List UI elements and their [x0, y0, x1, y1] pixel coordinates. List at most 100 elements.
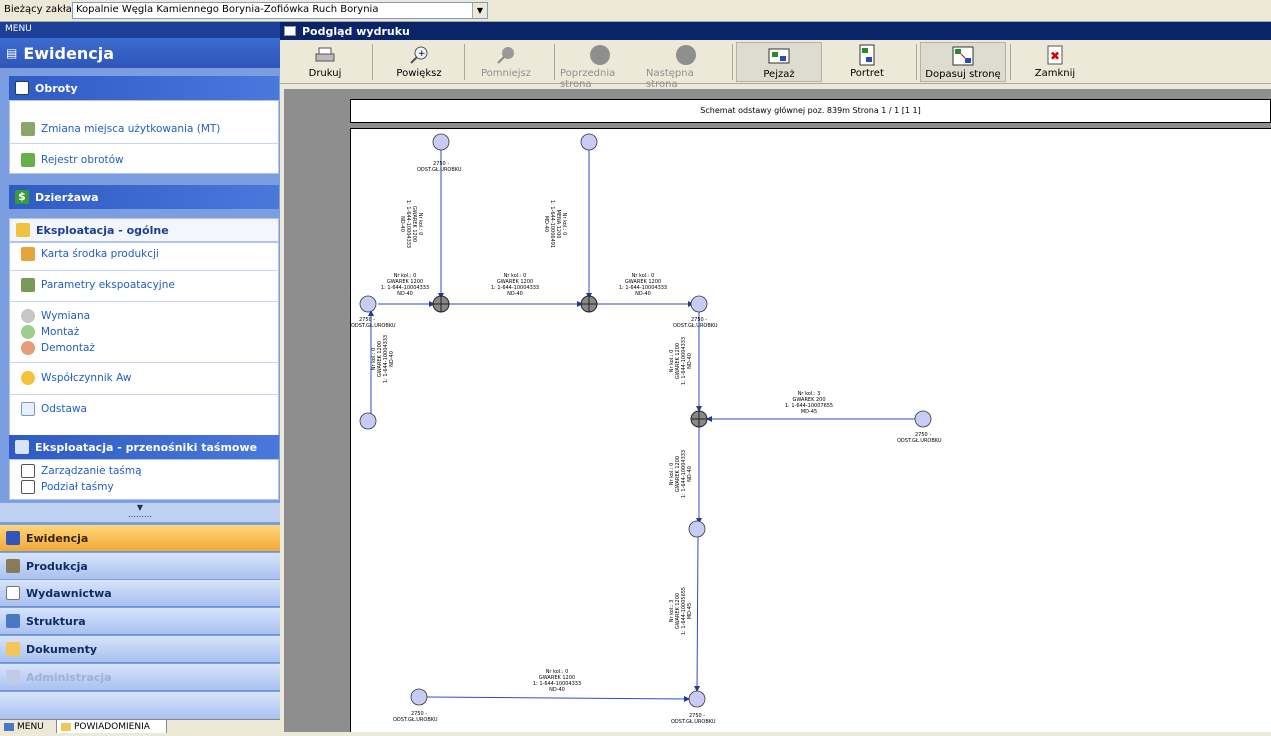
nav-dokumenty[interactable]: Dokumenty — [0, 635, 280, 662]
section-eksploatacja-label: Eksploatacja - ogólne — [36, 223, 169, 237]
conveyor-icon — [15, 440, 29, 454]
print-button[interactable]: Drukuj — [304, 42, 346, 82]
menu-item-parametry[interactable]: Parametry ekspoatacyjne — [9, 277, 279, 293]
zoom-out-icon — [495, 44, 517, 66]
prev-page-button[interactable]: Poprzednia strona — [560, 42, 640, 90]
node-bottom-right — [688, 690, 706, 708]
next-page-button[interactable]: Następna strona — [646, 42, 726, 90]
zoom-out-button[interactable]: Pomniejsz — [478, 42, 534, 82]
menu-item-zmiana-label: Zmiana miejsca użytkowania (MT) — [41, 123, 221, 135]
nav-wydawnictwa[interactable]: Wydawnictwa — [0, 579, 280, 606]
section-przenosniki[interactable]: Eksploatacja - przenośniki taśmowe — [9, 435, 279, 459]
edge-label: GWAREK 1200 — [377, 341, 383, 377]
node-label: ODST.GŁ.UROBKU — [393, 717, 438, 723]
landscape-icon — [768, 45, 790, 67]
node-bottom-left — [410, 688, 428, 706]
edge-label: ND-40 — [507, 291, 523, 297]
edge-label: ND-40 — [687, 353, 693, 369]
book-icon — [4, 722, 14, 731]
menu-item-karta-label: Karta środka produkcji — [41, 248, 159, 260]
landscape-label: Pejzaż — [763, 69, 795, 80]
section-dzierzawa[interactable]: $Dzierżawa — [9, 185, 279, 209]
ledger-icon — [15, 81, 29, 95]
menu-item-zmiana[interactable]: Zmiana miejsca użytkowania (MT) — [9, 120, 279, 138]
node-label: ODST.GŁ.UROBKU — [671, 719, 716, 725]
edge-label: GWAREK 1200 — [675, 456, 681, 492]
edge-label: ND-40 — [399, 216, 405, 232]
edge-label: GWAREK 1200 — [497, 279, 533, 285]
tab-menu[interactable]: MENU — [0, 720, 57, 733]
edge-lower-down — [694, 536, 701, 692]
landscape-button[interactable]: Pejzaż — [736, 42, 822, 82]
edge-label: MENA 1200 — [555, 210, 561, 239]
edge-label: 1: 1-644-10005655 — [681, 587, 687, 635]
nav-produkcja[interactable]: Produkcja — [0, 552, 280, 579]
menu-item-zarzadzanie[interactable]: Zarządzanie taśmą — [9, 464, 279, 478]
edge-label: Nr kol.: 0 — [632, 273, 655, 279]
menu-item-karta[interactable]: Karta środka produkcji — [9, 246, 279, 262]
plant-select[interactable]: Kopalnie Węgla Kamiennego Borynia-Zofiów… — [72, 2, 488, 19]
nav-splitter[interactable]: ▼⋯⋯⋯ — [0, 502, 280, 522]
graph-icon — [21, 402, 35, 416]
edge-label: Nr kol.: 0 — [546, 669, 569, 675]
preview-canvas[interactable]: Schemat odstawy głównej poz. 839m Strona… — [284, 89, 1271, 732]
zoom-in-icon: + — [408, 44, 430, 66]
menu-item-rejestr[interactable]: Rejestr obrotów — [9, 151, 279, 169]
node-left — [359, 295, 377, 313]
truck-icon — [21, 278, 35, 292]
fit-page-label: Dopasuj stronę — [925, 69, 1001, 80]
menu-item-demontaz[interactable]: Demontaż — [9, 341, 279, 355]
node-label: 2750 - — [433, 161, 449, 167]
node-label: ODST.GŁ.UROBKU — [673, 323, 718, 329]
node-label: ODST.GŁ.UROBKU — [417, 167, 462, 173]
edge-label: GWAREK 1200 — [675, 593, 681, 629]
envelope-icon — [61, 722, 71, 731]
menu-item-wymiana[interactable]: Wymiana — [9, 309, 279, 323]
section-obroty[interactable]: Obroty — [9, 76, 279, 100]
close-button[interactable]: ✖Zamknij — [1028, 42, 1082, 82]
prev-page-label: Poprzednia strona — [560, 68, 616, 90]
zoom-out-label: Pomniejsz — [480, 68, 532, 79]
section-dzierzawa-label: Dzierżawa — [35, 190, 99, 204]
wheel-plus-icon — [21, 325, 35, 339]
edge-label: GWAREK 1200 — [539, 675, 575, 681]
nav-struktura[interactable]: Struktura — [0, 607, 280, 634]
menu-item-wspolczynnik[interactable]: Współczynnik Aw — [9, 370, 279, 386]
section-eksploatacja[interactable]: Eksploatacja - ogólne — [9, 218, 279, 242]
portrait-button[interactable]: Portret — [840, 42, 894, 82]
tab-powiadomienia-label: POWIADOMIENIA — [74, 721, 150, 732]
close-label: Zamknij — [1034, 68, 1076, 79]
nav-dokumenty-label: Dokumenty — [26, 642, 98, 656]
chevron-down-icon[interactable]: ▼ — [472, 3, 487, 18]
menu-item-wymiana-label: Wymiana — [41, 310, 91, 322]
structure-icon — [6, 614, 20, 628]
nav-administracja[interactable]: Administracja — [0, 663, 280, 690]
node-label: ODST.GŁ.UROBKU — [897, 438, 942, 444]
edge-label: 1: 1-644-10004333 — [491, 285, 539, 291]
menu-item-odstawa[interactable]: Odstawa — [9, 401, 279, 417]
star-icon — [21, 371, 35, 385]
edge-label: 1: 1-644-10004333 — [619, 285, 667, 291]
tools-icon — [6, 670, 20, 684]
node-top1 — [432, 133, 450, 151]
portrait-label: Portret — [850, 68, 884, 79]
tab-powiadomienia[interactable]: POWIADOMIENIA — [57, 720, 167, 733]
node-top2 — [580, 133, 598, 151]
edge-label: 1: 1-644-10004333 — [681, 337, 687, 385]
wheel-icon — [21, 309, 35, 323]
edge-label: 1: 1-644-10004333 — [405, 200, 411, 248]
module-title-text: Ewidencja — [23, 43, 114, 63]
fit-page-icon — [952, 45, 974, 67]
menu-item-montaz[interactable]: Montaż — [9, 325, 279, 339]
edge-label: 1: 1-644-10004333 — [533, 681, 581, 687]
printer-icon — [314, 44, 336, 66]
nav-ewidencja[interactable]: Ewidencja — [0, 524, 280, 551]
node-label: 2750 - — [359, 317, 375, 323]
zoom-in-button[interactable]: +Powiększ — [392, 42, 446, 82]
fit-page-button[interactable]: Dopasuj stronę — [920, 42, 1006, 82]
edge-label: Nr kol.: 0 — [561, 213, 567, 236]
menu-item-podzial[interactable]: Podział taśmy — [9, 480, 279, 494]
node-lower-mid — [688, 520, 706, 538]
menu-header: MENU — [0, 22, 280, 38]
tab-menu-label: MENU — [17, 721, 44, 732]
